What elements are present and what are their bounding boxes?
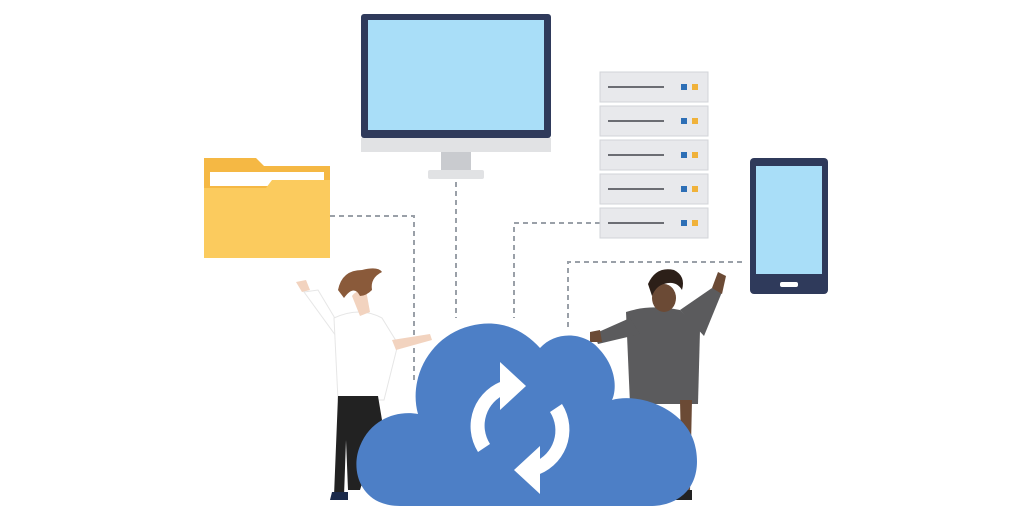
folder-icon <box>204 158 330 258</box>
server-unit <box>599 139 709 171</box>
tablet-connector <box>567 261 742 330</box>
person-left <box>296 268 432 500</box>
server-unit <box>599 207 709 239</box>
status-led-orange <box>692 186 698 192</box>
status-led-blue <box>681 118 687 124</box>
server-unit <box>599 105 709 137</box>
status-led-orange <box>692 220 698 226</box>
status-led-orange <box>692 84 698 90</box>
server-unit <box>599 173 709 205</box>
status-led-blue <box>681 220 687 226</box>
tablet-icon <box>750 158 828 294</box>
folder-connector <box>330 215 415 380</box>
server-rack-icon <box>599 71 709 239</box>
server-unit <box>599 71 709 103</box>
cloud-icon <box>356 323 697 506</box>
status-led-blue <box>681 186 687 192</box>
status-led-blue <box>681 152 687 158</box>
person-right <box>590 269 726 500</box>
status-led-orange <box>692 152 698 158</box>
connector-lines <box>330 182 742 380</box>
monitor-icon <box>361 14 551 179</box>
status-led-blue <box>681 84 687 90</box>
status-led-orange <box>692 118 698 124</box>
sync-icon <box>470 362 570 494</box>
server-connector <box>513 222 600 318</box>
